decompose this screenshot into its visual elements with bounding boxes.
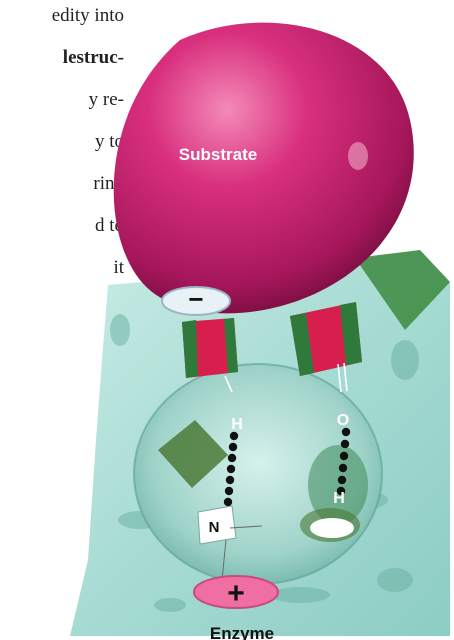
pocket-cube <box>158 420 228 488</box>
text-line-2: lestruc- <box>62 47 124 68</box>
nitrogen-box <box>197 505 237 545</box>
substrate-sphere <box>113 22 414 314</box>
enzyme-side-face <box>355 250 450 330</box>
text-line-4: y to <box>94 131 124 152</box>
enzyme-charge-pad <box>193 575 279 609</box>
hydrogen-bond-left <box>222 431 239 518</box>
hydrogen-label-right: H <box>333 490 345 507</box>
substrate-label: Substrate <box>179 145 257 164</box>
text-line-3: y re- <box>88 89 124 110</box>
substrate-charge-pad <box>161 286 231 316</box>
hydrogen-bond-right <box>336 427 351 496</box>
text-line-7: it <box>113 257 124 278</box>
substrate-charge: − <box>188 284 203 314</box>
hydrogen-label-top: H <box>231 416 243 433</box>
enzyme-charge: + <box>227 577 245 610</box>
enzyme-label: Enzyme <box>210 624 274 640</box>
nitrogen-label: N <box>209 519 220 536</box>
text-line-1: edity into <box>51 5 124 26</box>
oxygen-label: O <box>337 412 349 429</box>
